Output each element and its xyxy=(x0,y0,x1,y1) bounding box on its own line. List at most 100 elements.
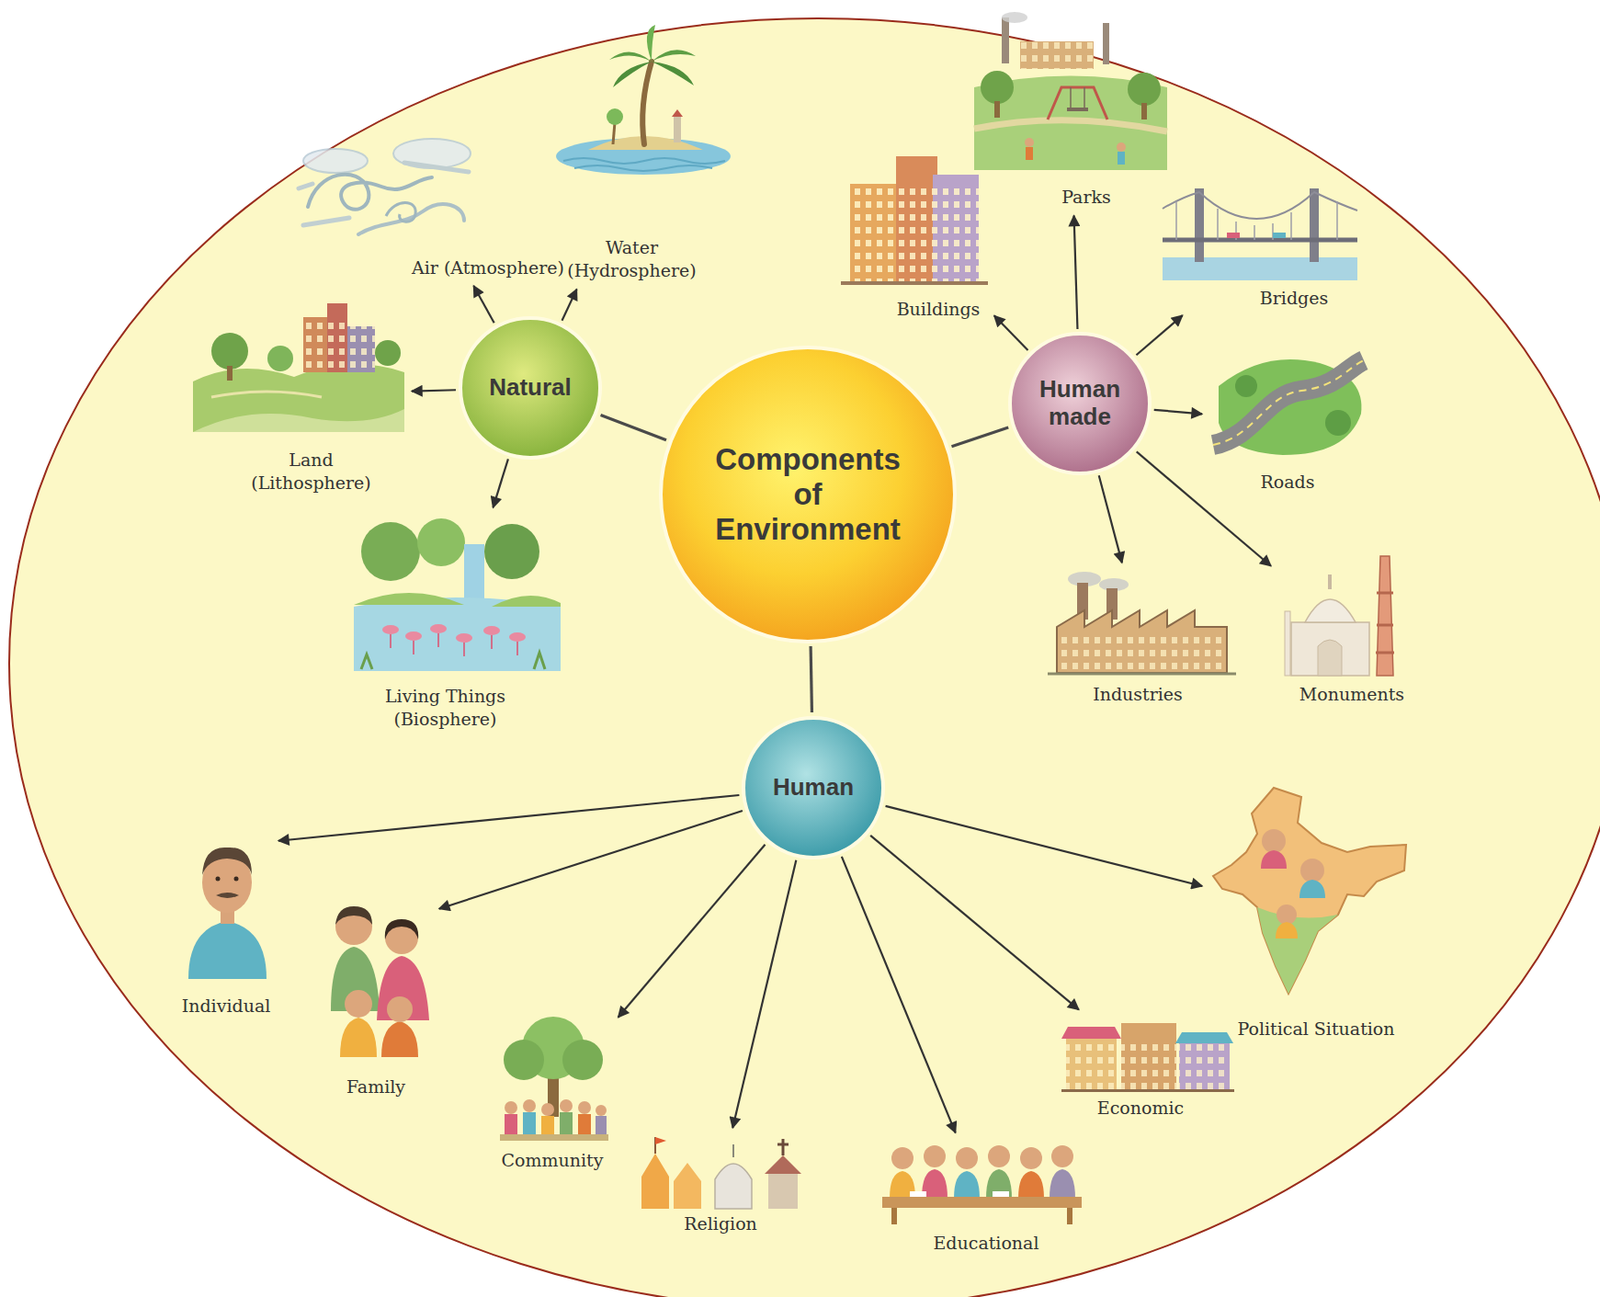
biosphere-illustration xyxy=(417,518,466,567)
community-illustration xyxy=(541,1102,555,1116)
land-illustration xyxy=(192,408,405,432)
arrow-connector xyxy=(732,860,796,1128)
item-label: Industries xyxy=(1092,682,1184,706)
family-illustration xyxy=(381,1021,419,1057)
arrow-connector xyxy=(1154,409,1203,414)
religion-illustration xyxy=(654,1136,657,1154)
community-illustration xyxy=(522,1099,536,1113)
item-label: Religion xyxy=(683,1212,759,1236)
parks-illustration xyxy=(1116,142,1126,152)
parks-illustration xyxy=(1001,17,1010,64)
biosphere-illustration xyxy=(361,652,545,670)
concept-circle: Human made xyxy=(1008,331,1152,476)
educational-illustration xyxy=(987,1145,1010,1168)
biosphere-illustration xyxy=(382,624,526,643)
biosphere-illustration xyxy=(483,625,500,636)
circle-label: Components of Environment xyxy=(700,442,917,547)
air-illustration xyxy=(358,204,465,235)
economic-illustration xyxy=(1061,1026,1122,1039)
circle-fill xyxy=(460,317,601,458)
connector-line xyxy=(601,414,667,440)
individual-illustration xyxy=(188,847,267,979)
economic-illustration xyxy=(1121,1022,1177,1092)
component-item: Bridges xyxy=(1158,184,1362,314)
political-map-illustration xyxy=(1276,904,1297,925)
monuments-illustration xyxy=(1327,574,1332,590)
arrow-connector xyxy=(473,285,494,323)
air-illustration xyxy=(385,203,416,223)
religion-illustration xyxy=(641,1153,670,1209)
arrow-connector xyxy=(618,844,766,1018)
biosphere-illustration xyxy=(361,521,420,581)
water-illustration xyxy=(673,116,681,143)
item-label: Living Things (Biosphere) xyxy=(364,684,526,730)
component-item: Buildings xyxy=(837,143,992,325)
roads-illustration xyxy=(1213,360,1364,445)
item-label: Roads xyxy=(1259,470,1316,494)
arrow-connector xyxy=(439,810,743,909)
educational-illustration xyxy=(1049,1168,1076,1199)
arrow-connector xyxy=(841,856,956,1133)
bridges-illustration xyxy=(1309,188,1319,262)
political-map-illustration xyxy=(1260,850,1287,869)
educational-illustration xyxy=(1020,1146,1043,1169)
item-label: Family xyxy=(345,1075,407,1099)
land-illustration xyxy=(192,363,405,432)
item-label: Educational xyxy=(932,1231,1041,1255)
biosphere-illustration xyxy=(382,624,399,635)
component-item: Family xyxy=(322,869,436,1102)
bridges-illustration xyxy=(1176,201,1338,240)
buildings-illustration xyxy=(840,156,988,285)
industries-illustration xyxy=(1106,588,1118,620)
environment-ellipse xyxy=(9,18,1600,1297)
community-illustration xyxy=(547,1061,559,1117)
roads-illustration xyxy=(1218,359,1362,455)
educational-illustration xyxy=(889,1170,916,1199)
connector-line xyxy=(810,646,812,713)
community-illustration xyxy=(522,1112,536,1135)
land-illustration xyxy=(267,345,294,372)
economic-illustration xyxy=(1175,1032,1234,1044)
land-illustration xyxy=(303,317,375,373)
community-illustration xyxy=(595,1115,607,1135)
roads-illustration xyxy=(1235,374,1258,398)
individual-illustration xyxy=(202,851,252,913)
parks-illustration xyxy=(974,76,1168,171)
circle-fill xyxy=(1009,333,1150,474)
land-illustration xyxy=(347,326,375,373)
community-illustration xyxy=(578,1100,591,1114)
parks-illustration xyxy=(1127,72,1161,106)
family-illustration xyxy=(385,920,419,954)
community-illustration xyxy=(521,1016,585,1079)
educational-illustration xyxy=(909,1191,927,1197)
water-illustration xyxy=(606,108,624,125)
parks-illustration xyxy=(1070,87,1085,108)
arrow-connector xyxy=(994,315,1029,351)
educational-illustration xyxy=(891,1145,1074,1169)
family-illustration xyxy=(376,955,430,1021)
air-illustration xyxy=(298,138,471,235)
land-illustration xyxy=(211,332,249,370)
arrow-connector xyxy=(870,835,1079,1010)
component-item: Industries xyxy=(1043,566,1240,710)
community-illustration xyxy=(595,1104,607,1116)
religion-illustration xyxy=(768,1171,798,1209)
biosphere-illustration xyxy=(455,633,473,643)
buildings-illustration xyxy=(840,281,988,285)
air-illustration xyxy=(303,148,368,173)
component-item: Parks xyxy=(970,10,1171,213)
water-illustration xyxy=(642,61,652,145)
roads-illustration xyxy=(1325,409,1351,436)
parks-illustration xyxy=(1024,137,1034,148)
educational-illustration xyxy=(882,1196,1082,1208)
individual-illustration xyxy=(215,876,221,882)
parks-illustration xyxy=(980,70,1014,104)
monuments-illustration xyxy=(1284,611,1291,676)
educational-illustration xyxy=(1051,1145,1074,1168)
monuments-illustration xyxy=(1291,622,1370,676)
land-illustration xyxy=(303,317,328,373)
arrow-connector xyxy=(885,805,1203,886)
educational-illustration xyxy=(953,1170,980,1199)
component-item: Roads xyxy=(1205,345,1372,498)
parks-illustration xyxy=(1020,41,1094,69)
